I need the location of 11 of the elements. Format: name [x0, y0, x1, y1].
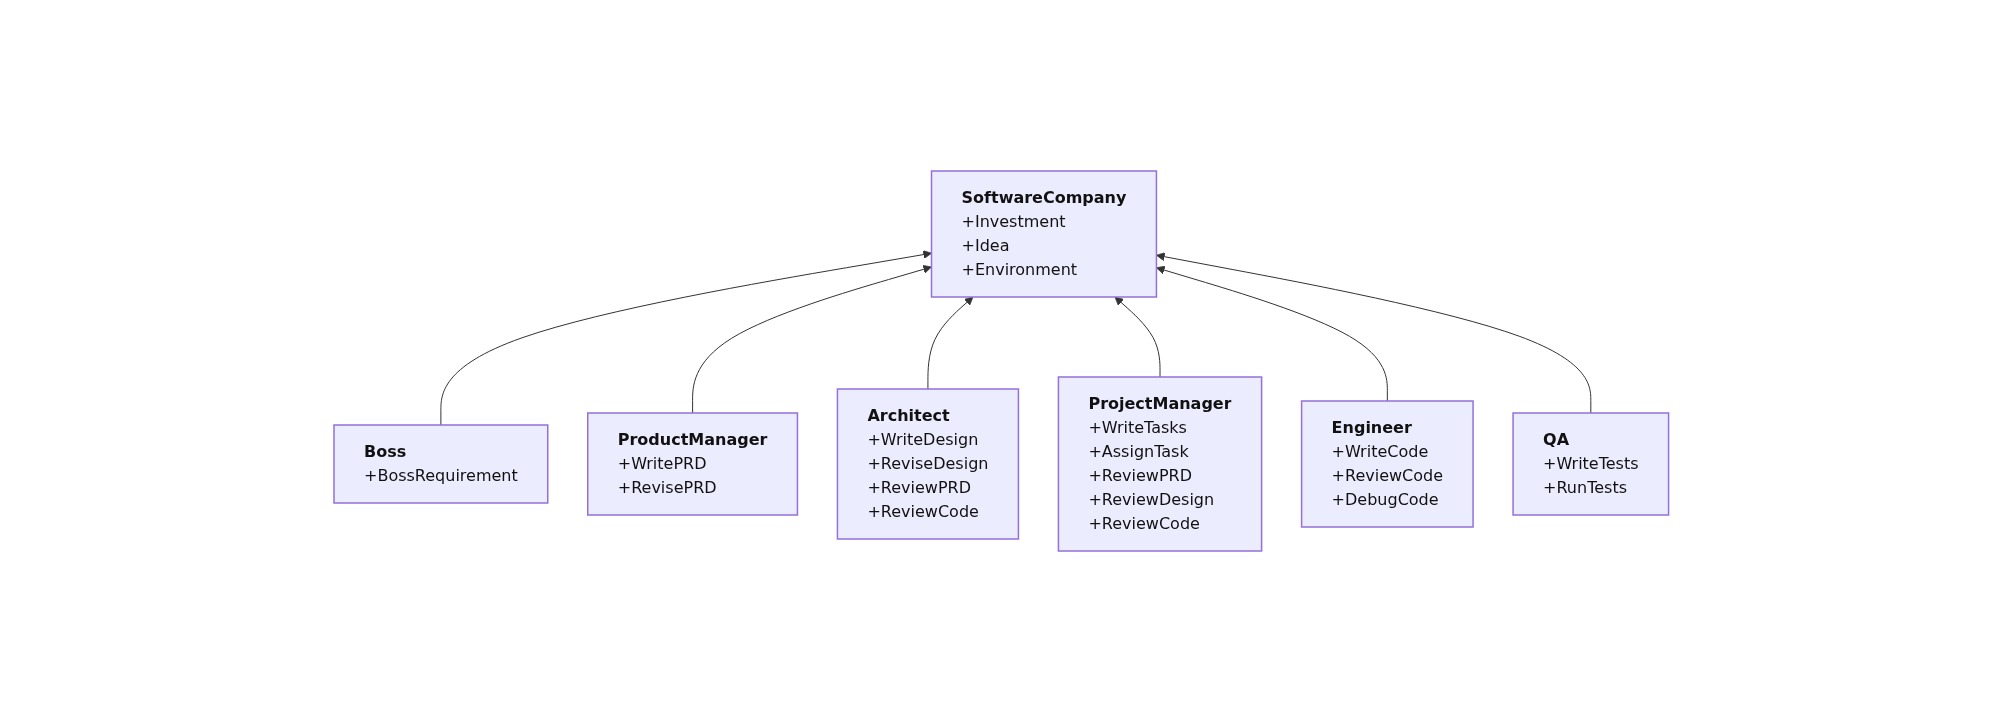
node-box: Boss +BossRequirement	[333, 424, 549, 504]
node-box: ProjectManager +WriteTasks +AssignTask +ReviewPRD +ReviewDesign +ReviewCode	[1057, 376, 1263, 552]
node-box: SoftwareCompany +Investment +Idea +Environment	[931, 170, 1158, 298]
node-box: Architect +WriteDesign +ReviseDesign +ReviewPRD +ReviewCode	[836, 388, 1020, 540]
node-box: ProductManager +WritePRD +RevisePRD	[587, 412, 799, 516]
node-box: QA +WriteTests +RunTests	[1512, 412, 1670, 516]
arrow	[1156, 265, 1389, 402]
arrow	[1156, 252, 1592, 414]
arrow	[1114, 296, 1161, 378]
node-box: Engineer +WriteCode +ReviewCode +DebugCode	[1301, 400, 1475, 528]
arrow	[927, 296, 974, 390]
